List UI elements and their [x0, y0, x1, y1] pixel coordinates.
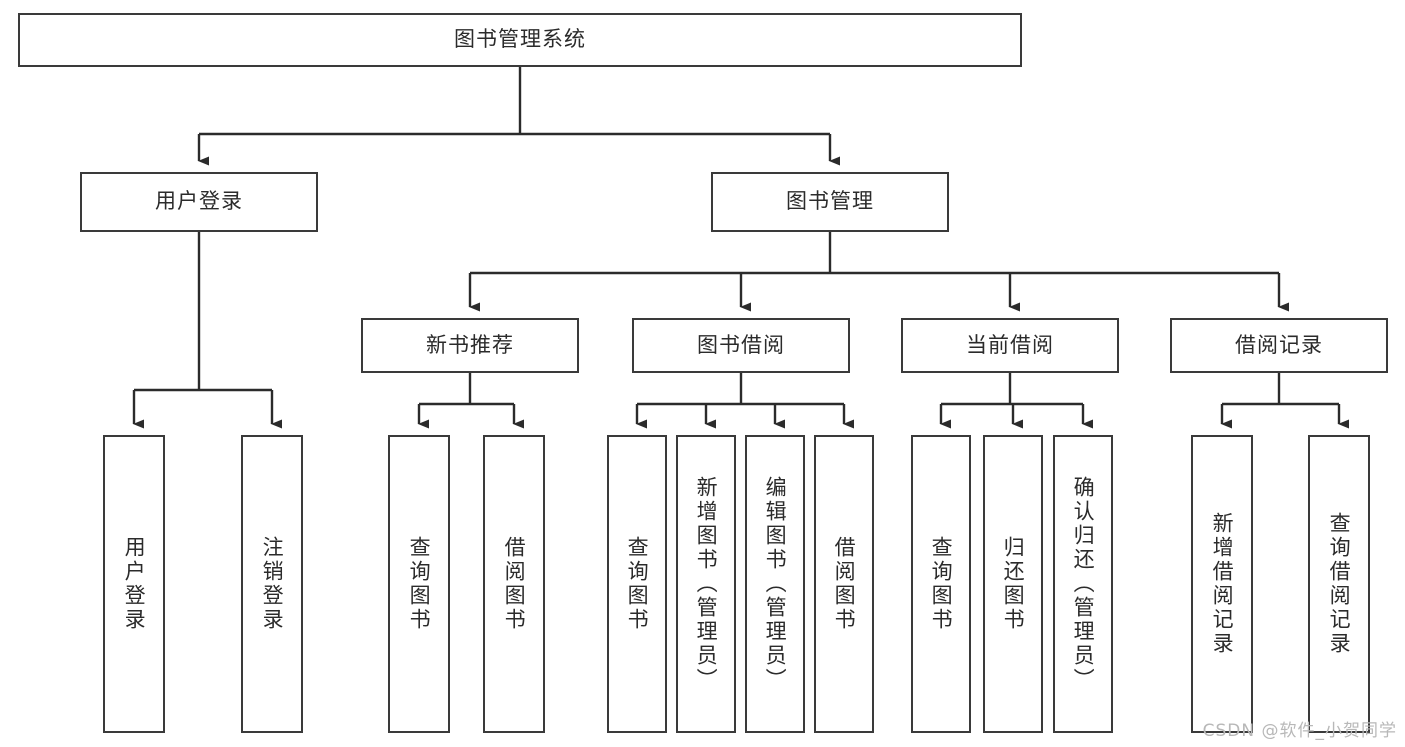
node-label: 新增借阅记录 [1210, 512, 1235, 656]
node-bookmgmt[interactable]: 图书管理 [711, 172, 949, 232]
node-label: 确认归还（管理员） [1071, 476, 1096, 692]
node-label: 查询图书 [407, 536, 432, 632]
node-leaf-login-2[interactable]: 注销登录 [241, 435, 303, 733]
node-label: 查询借阅记录 [1327, 512, 1352, 656]
node-label: 注销登录 [260, 536, 285, 632]
node-leaf-current-1[interactable]: 查询图书 [911, 435, 971, 733]
node-label: 新增图书（管理员） [694, 476, 719, 692]
node-leaf-borrow-1[interactable]: 查询图书 [607, 435, 667, 733]
node-leaf-newrec-2[interactable]: 借阅图书 [483, 435, 545, 733]
node-newrec[interactable]: 新书推荐 [361, 318, 579, 373]
node-root[interactable]: 图书管理系统 [18, 13, 1022, 67]
node-leaf-login-1[interactable]: 用户登录 [103, 435, 165, 733]
node-label: 编辑图书（管理员） [763, 476, 788, 692]
node-label: 查询图书 [929, 536, 954, 632]
node-current[interactable]: 当前借阅 [901, 318, 1119, 373]
node-leaf-records-2[interactable]: 查询借阅记录 [1308, 435, 1370, 733]
node-label: 图书借阅 [697, 332, 785, 357]
node-label: 新书推荐 [426, 332, 514, 357]
node-login[interactable]: 用户登录 [80, 172, 318, 232]
node-label: 借阅图书 [502, 536, 527, 632]
node-label: 借阅记录 [1235, 332, 1323, 357]
node-leaf-current-2[interactable]: 归还图书 [983, 435, 1043, 733]
node-leaf-records-1[interactable]: 新增借阅记录 [1191, 435, 1253, 733]
watermark: CSDN @软件_小贺同学 [1202, 721, 1397, 741]
node-leaf-borrow-4[interactable]: 借阅图书 [814, 435, 874, 733]
node-label: 当前借阅 [966, 332, 1054, 357]
node-leaf-newrec-1[interactable]: 查询图书 [388, 435, 450, 733]
node-label: 查询图书 [625, 536, 650, 632]
node-label: 图书管理系统 [454, 27, 586, 52]
node-label: 用户登录 [122, 536, 147, 632]
node-label: 借阅图书 [832, 536, 857, 632]
node-leaf-borrow-2[interactable]: 新增图书（管理员） [676, 435, 736, 733]
node-records[interactable]: 借阅记录 [1170, 318, 1388, 373]
node-label: 归还图书 [1001, 536, 1026, 632]
node-borrow[interactable]: 图书借阅 [632, 318, 850, 373]
node-leaf-borrow-3[interactable]: 编辑图书（管理员） [745, 435, 805, 733]
node-leaf-current-3[interactable]: 确认归还（管理员） [1053, 435, 1113, 733]
node-label: 用户登录 [155, 189, 243, 214]
node-label: 图书管理 [786, 189, 874, 214]
